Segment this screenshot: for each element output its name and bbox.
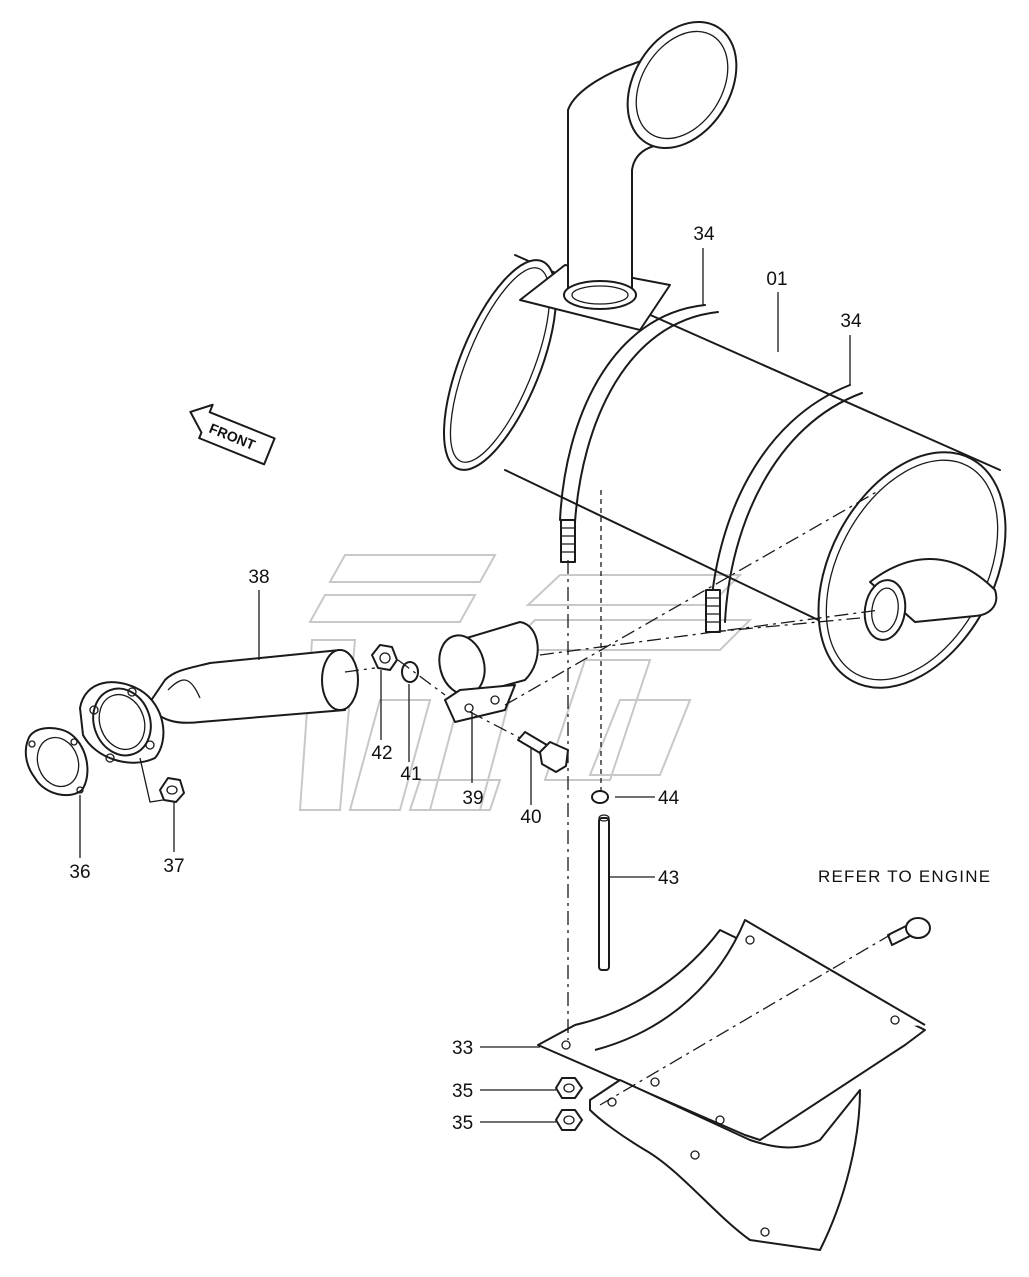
clamp-thread-right: [705, 589, 721, 633]
callout-35-upper: 35: [452, 1081, 473, 1102]
bolt-40: [517, 731, 569, 773]
callout-37: 37: [163, 856, 184, 877]
watermark-logo: [298, 554, 753, 811]
callout-41: 41: [400, 764, 421, 785]
gasket: [24, 727, 89, 797]
callout-labels: 34 01 34 38 42 41 39 40 44 43 36 37 33 3…: [69, 224, 991, 1134]
callout-39: 39: [462, 788, 483, 809]
callout-35-lower: 35: [452, 1113, 473, 1134]
callout-01: 01: [766, 269, 787, 290]
inlet-pipe: [79, 649, 359, 764]
muffler: [443, 20, 1007, 689]
washer-41: [401, 661, 419, 683]
callout-36: 36: [69, 862, 90, 883]
mounting-bracket: [537, 919, 926, 1251]
nut-42: [371, 644, 398, 671]
callout-34-top: 34: [693, 224, 715, 245]
callout-40: 40: [520, 807, 541, 828]
callout-44: 44: [658, 788, 680, 809]
callout-38: 38: [248, 567, 269, 588]
assembly-lines: [139, 489, 891, 1106]
nut-35-lower: [555, 1109, 583, 1131]
front-arrow-icon: FRONT: [189, 403, 276, 466]
collar-44: [591, 790, 609, 804]
nut-37: [159, 777, 185, 803]
callout-43: 43: [658, 868, 679, 889]
callout-42: 42: [371, 743, 392, 764]
rod-43: [598, 814, 610, 971]
engine-bolt: [887, 917, 931, 946]
pipe-clamp: [438, 621, 539, 723]
leader-lines: [79, 248, 851, 1123]
refer-to-engine-note: REFER TO ENGINE: [818, 867, 991, 886]
clamp-thread-left: [560, 519, 576, 563]
callout-33: 33: [452, 1038, 473, 1059]
nut-35-upper: [555, 1077, 583, 1099]
callout-34-right: 34: [840, 311, 862, 332]
